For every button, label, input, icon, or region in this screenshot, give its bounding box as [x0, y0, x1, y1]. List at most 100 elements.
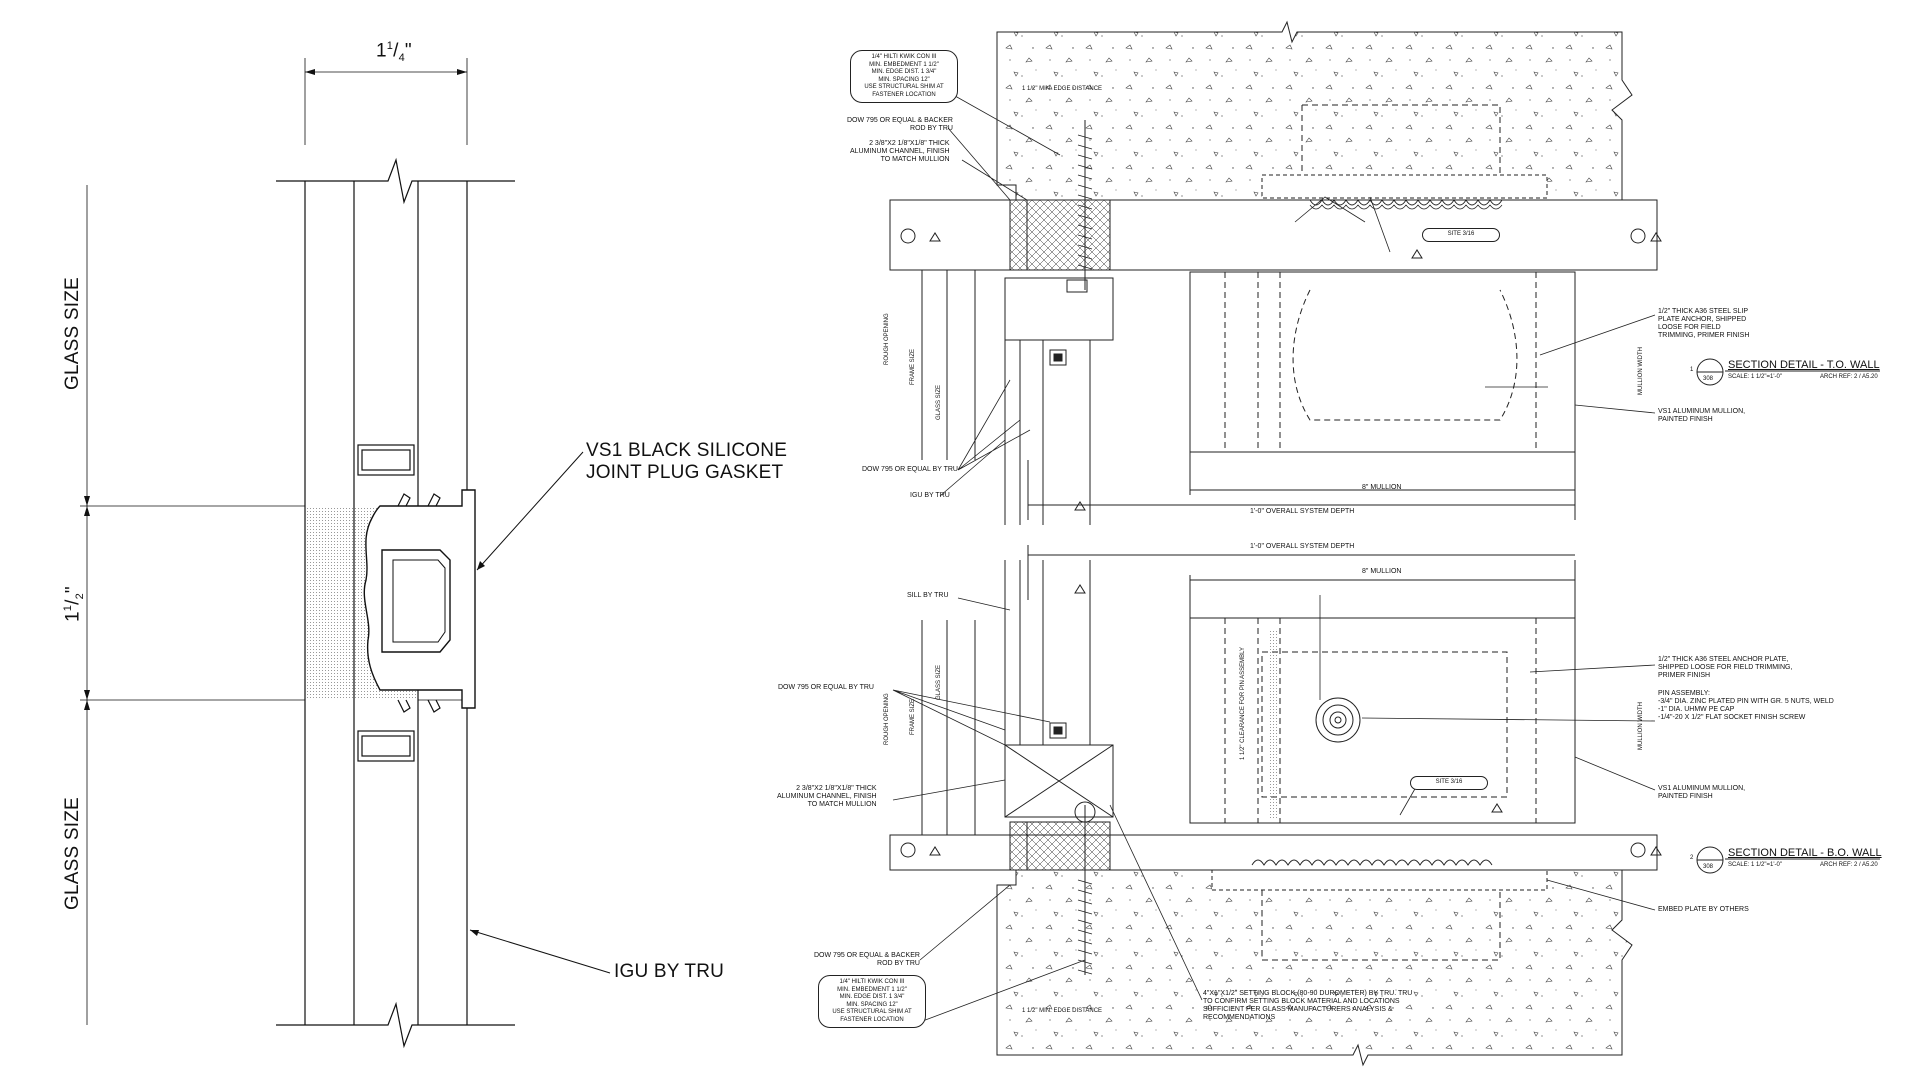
top-channel-line: TO MATCH MULLION: [880, 156, 950, 164]
bottom-channel-line: 2 3/8"x2 1/8"x1/8" THICK: [796, 785, 877, 792]
bottom-mullion-width: MULLION WIDTH: [1638, 702, 1644, 750]
bottom-setting-line: TO CONFIRM SETTING BLOCK MATERIAL AND LO…: [1203, 998, 1400, 1006]
top-channel-line: ALUMINUM CHANNEL, FINISH: [850, 148, 950, 156]
bottom-weld-site: SITE: [1435, 779, 1449, 785]
top-backer-line: DOW 795 OR EQUAL & BACKER: [847, 117, 953, 124]
top-anchor-line: MIN. EDGE DIST. 1 3/4": [871, 69, 937, 75]
section-bottom-geometry: [889, 545, 1880, 1067]
top-igu-note: IGU BY TRU: [910, 492, 950, 499]
top-anchor-line: MIN. EMBEDMENT 1 1/2": [869, 61, 939, 68]
section-top-geometry: [854, 20, 1880, 525]
bottom-backer-line: ROD BY TRU: [877, 960, 920, 968]
top-mullion-note: VS1 ALUMINUM MULLION, PAINTED FINISH: [1658, 408, 1745, 424]
dim-top-whole: 1: [376, 40, 387, 62]
dim-top-num: 1: [386, 40, 394, 52]
bottom-mullion-note: VS1 ALUMINUM MULLION, PAINTED FINISH: [1658, 785, 1745, 801]
bottom-channel-note: 2 3/8"x2 1/8"x1/8" THICK ALUMINUM CHANNE…: [777, 785, 877, 809]
top-weld-symbol: SITE 3/16: [1422, 228, 1500, 242]
top-mullion-line: VS1 ALUMINUM MULLION,: [1658, 408, 1746, 415]
top-backer-rod-note: DOW 795 OR EQUAL & BACKER ROD BY TRU: [847, 117, 953, 133]
bottom-bubble-sheet: 308: [1703, 864, 1714, 870]
bottom-embed-note: EMBED PLATE BY OTHERS: [1658, 906, 1749, 913]
top-anchor-line: FASTENER LOCATION: [872, 91, 936, 98]
bottom-edge-dist: 1 1/2" MIN. EDGE DISTANCE: [1022, 1008, 1103, 1014]
gasket-label-line1: VS1 BLACK SILICONE: [586, 440, 788, 461]
bottom-anchor-line: MIN. EMBEDMENT 1 1/2": [837, 986, 907, 993]
top-section-title: SECTION DETAIL - T.O. WALL: [1728, 359, 1880, 371]
top-slip-line: PLATE ANCHOR, SHIPPED: [1658, 316, 1747, 324]
top-rough-opening: ROUGH OPENING: [884, 313, 890, 365]
left-joint-detail: [80, 58, 611, 1049]
bottom-section-scale: SCALE: 1 1/2"=1'-0": [1728, 862, 1782, 868]
bottom-anchor-line: 1/4" HILTI KWIK CON III: [839, 979, 905, 985]
igu-label: IGU BY TRU: [614, 961, 725, 982]
bottom-weld-symbol: SITE 3/16: [1410, 776, 1488, 790]
top-slip-line: TRIMMING, PRIMER FINISH: [1658, 332, 1750, 340]
bottom-backer-line: DOW 795 OR EQUAL & BACKER: [814, 952, 920, 959]
bottom-weld-size: 3/16: [1450, 779, 1463, 785]
bottom-bubble-num: 2: [1690, 855, 1694, 861]
top-anchor-note: 1/4" HILTI KWIK CON III MIN. EMBEDMENT 1…: [850, 50, 958, 103]
bottom-anchor-note: 1/4" HILTI KWIK CON III MIN. EMBEDMENT 1…: [818, 975, 926, 1028]
bottom-plate-line: SHIPPED LOOSE FOR FIELD TRIMMING,: [1658, 664, 1793, 672]
bottom-setting-line: RECOMMENDATIONS: [1203, 1014, 1276, 1022]
glass-size-lower-label: GLASS SIZE: [62, 797, 83, 910]
dim-mid-frac: 11/2": [62, 586, 87, 622]
bottom-rough-opening: ROUGH OPENING: [884, 693, 890, 745]
bottom-sill-note: SILL BY TRU: [907, 592, 949, 599]
top-slip-plate-note: 1/2" THICK A36 STEEL SLIP PLATE ANCHOR, …: [1658, 308, 1749, 340]
dim-mid-den: 2: [74, 593, 87, 600]
dim-top-frac: 11/4": [376, 40, 412, 65]
bottom-setting-line: 4"x1"x1/2" SETTING BLOCK (80-90 DUROMETE…: [1203, 990, 1413, 997]
top-weld-site: SITE: [1447, 231, 1461, 237]
bottom-anchor-line: MIN. EDGE DIST. 1 3/4": [839, 994, 905, 1000]
bottom-dow795-note: DOW 795 OR EQUAL BY TRU: [778, 684, 874, 691]
bottom-anchor-line: MIN. SPACING 12": [846, 1001, 898, 1008]
dim-top-den: 4: [398, 52, 405, 65]
bottom-setting-line: SUFFICIENT PER GLASS MANUFACTURERS ANALY…: [1203, 1006, 1393, 1014]
top-weld-size: 3/16: [1462, 231, 1475, 237]
bottom-backer-rod-note: DOW 795 OR EQUAL & BACKER ROD BY TRU: [814, 952, 920, 968]
bottom-section-title: SECTION DETAIL - B.O. WALL: [1728, 847, 1882, 859]
bottom-mullion-line: PAINTED FINISH: [1658, 793, 1713, 801]
bottom-mullion-line: VS1 ALUMINUM MULLION,: [1658, 785, 1746, 792]
bottom-glass-size: GLASS SIZE: [936, 664, 942, 700]
dim-mid-whole: 1: [62, 611, 84, 622]
top-mullion-line: PAINTED FINISH: [1658, 416, 1713, 424]
top-dow795-note: DOW 795 OR EQUAL BY TRU: [862, 466, 958, 473]
bottom-channel-line: ALUMINUM CHANNEL, FINISH: [777, 793, 877, 801]
top-overall-depth: 1'-0" OVERALL SYSTEM DEPTH: [1250, 508, 1355, 515]
top-mullion-width: MULLION WIDTH: [1638, 347, 1644, 395]
bottom-pin-line: -1" DIA. UHMW PE CAP: [1658, 706, 1735, 714]
gasket-label: VS1 BLACK SILICONE JOINT PLUG GASKET: [586, 440, 787, 484]
bottom-anchor-plate-note: 1/2" THICK A36 STEEL ANCHOR PLATE, SHIPP…: [1658, 656, 1792, 680]
bottom-channel-line: TO MATCH MULLION: [807, 801, 877, 809]
top-slip-line: 1/2" THICK A36 STEEL SLIP: [1658, 308, 1749, 315]
top-anchor-line: USE STRUCTURAL SHIM AT: [864, 84, 944, 90]
bottom-pin-line: -1/4"-20 x 1/2" FLAT SOCKET FINISH SCREW: [1658, 714, 1806, 722]
dim-mid-num: 1: [62, 604, 74, 612]
top-backer-line: ROD BY TRU: [910, 125, 953, 133]
gasket-label-line2: JOINT PLUG GASKET: [586, 461, 784, 483]
top-channel-note: 2 3/8"x2 1/8"x1/8" THICK ALUMINUM CHANNE…: [850, 140, 950, 164]
top-glass-size: GLASS SIZE: [936, 384, 942, 420]
top-anchor-line: MIN. SPACING 12": [878, 76, 930, 83]
bottom-section-ref: ARCH REF: 2 / A5.20: [1820, 862, 1878, 868]
top-frame-size: FRAME SIZE: [910, 348, 916, 385]
top-edge-dist: 1 1/2" MIN. EDGE DISTANCE: [1022, 86, 1103, 92]
top-section-ref: ARCH REF: 2 / A5.20: [1820, 374, 1878, 380]
bottom-pin-line: PIN ASSEMBLY:: [1658, 690, 1711, 697]
bottom-anchor-line: FASTENER LOCATION: [840, 1016, 904, 1023]
top-anchor-line: 1/4" HILTI KWIK CON III: [871, 54, 937, 60]
bottom-plate-line: 1/2" THICK A36 STEEL ANCHOR PLATE,: [1658, 656, 1789, 663]
top-bubble-sheet: 308: [1703, 376, 1714, 382]
bottom-pin-line: -3/4" DIA. ZINC PLATED PIN WITH GR. 5 NU…: [1658, 698, 1834, 706]
glass-size-upper-label: GLASS SIZE: [62, 277, 83, 390]
bottom-pin-assembly-note: PIN ASSEMBLY: -3/4" DIA. ZINC PLATED PIN…: [1658, 690, 1834, 722]
bottom-anchor-line: USE STRUCTURAL SHIM AT: [832, 1009, 912, 1015]
bottom-pin-clearance: 1 1/2" CLEARANCE FOR PIN ASSEMBLY: [1240, 646, 1246, 760]
top-bubble-num: 1: [1690, 367, 1694, 373]
bottom-overall-depth: 1'-0" OVERALL SYSTEM DEPTH: [1250, 543, 1355, 550]
top-slip-line: LOOSE FOR FIELD: [1658, 324, 1721, 332]
